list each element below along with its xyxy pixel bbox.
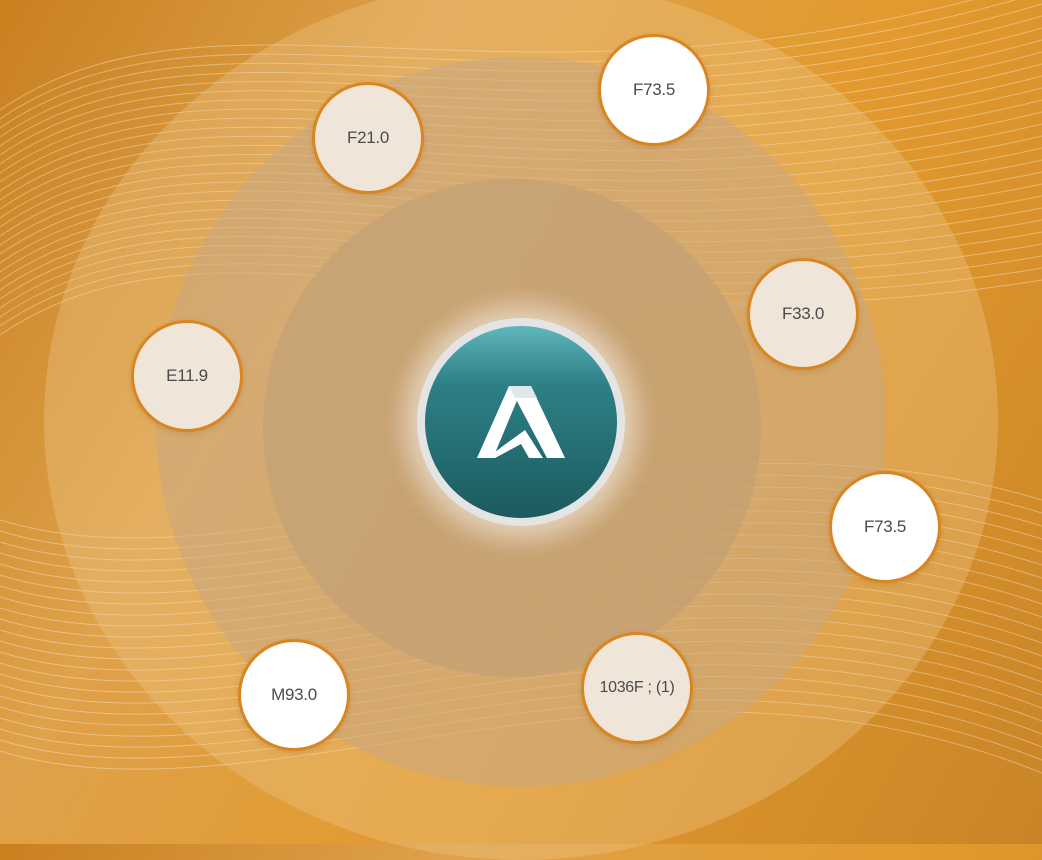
code-node-label: M93.0	[271, 685, 317, 704]
code-node[interactable]: 1036F ; (1)	[581, 632, 693, 744]
code-node-label: 1036F ; (1)	[599, 679, 675, 696]
code-node[interactable]: F21.0	[312, 82, 424, 194]
code-node[interactable]: E11.9	[131, 320, 243, 432]
code-node[interactable]: F73.5	[829, 471, 941, 583]
code-node-label: F21.0	[347, 128, 389, 147]
code-node-label: F73.5	[633, 80, 675, 99]
central-hub	[417, 318, 625, 526]
code-node-label: F33.0	[782, 304, 824, 323]
a-logo-icon	[477, 386, 565, 458]
code-node-label: F73.5	[864, 517, 906, 536]
code-node[interactable]: M93.0	[238, 639, 350, 751]
hub-core	[425, 326, 617, 518]
code-node[interactable]: F33.0	[747, 258, 859, 370]
code-node[interactable]: F73.5	[598, 34, 710, 146]
code-node-label: E11.9	[166, 366, 208, 385]
